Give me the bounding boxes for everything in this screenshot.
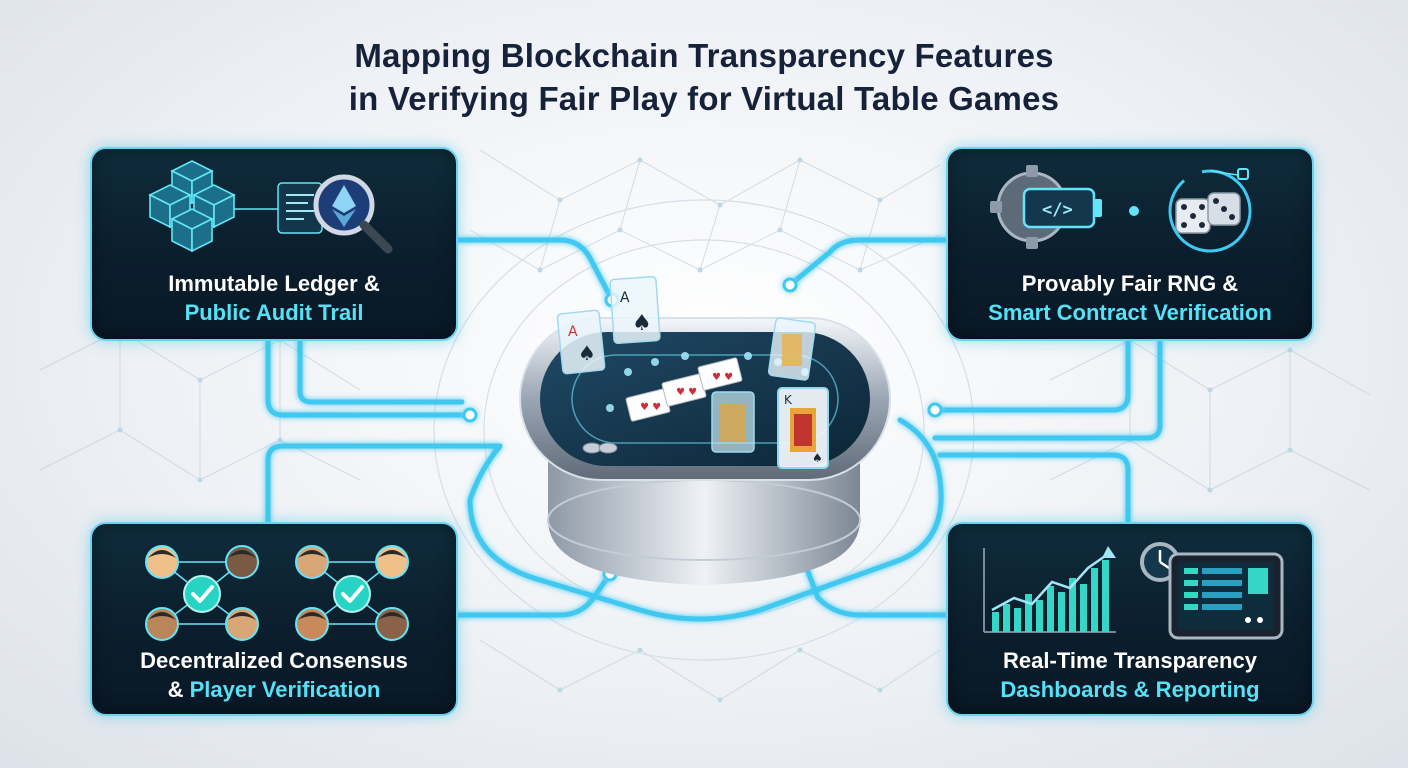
hearts-cards: ♥ ♥ ♥ ♥ ♥ ♥ — [625, 357, 743, 422]
card-real-time-dashboards: Real-Time Transparency Dashboards & Repo… — [946, 522, 1314, 716]
card-provably-fair-line-2: Smart Contract Verification — [988, 300, 1272, 325]
card-provably-fair: </> Provably Fair RNG & Smart Contract V… — [946, 147, 1314, 341]
player-network-check-icon — [145, 545, 259, 641]
dashboard-tablet-icon — [1168, 552, 1284, 640]
card-immutable-ledger-line-1: Immutable Ledger & — [168, 271, 380, 296]
svg-text:♠: ♠ — [632, 311, 652, 336]
card-real-time-dashboards-line-2: Dashboards & Reporting — [1000, 677, 1260, 702]
card-decentralized-consensus: Decentralized Consensus & Player Verific… — [90, 522, 458, 716]
bar-chart-icon — [983, 546, 1116, 633]
svg-text:♠: ♠ — [578, 341, 596, 365]
line-2-highlight: Player Verification — [189, 677, 381, 702]
title-line-1: Mapping Blockchain Transparency Features — [354, 37, 1054, 74]
title-line-2: in Verifying Fair Play for Virtual Table… — [348, 80, 1060, 117]
connector-top-right — [787, 237, 949, 288]
king-of-spades-card: K ♠ — [711, 387, 829, 469]
card-immutable-ledger: Immutable Ledger & Public Audit Trail — [90, 147, 458, 341]
ace-of-spades-card: A ♠ — [556, 309, 606, 375]
king-card — [767, 317, 817, 381]
svg-text:♥ ♥: ♥ ♥ — [640, 402, 661, 413]
connector-loop — [467, 417, 944, 622]
blockchain-cubes-icon — [148, 160, 236, 253]
card-decentralized-consensus-line-2: & Player Verification — [92, 675, 456, 704]
svg-text:A: A — [568, 324, 578, 340]
diagram-title: Mapping Blockchain Transparency Features… — [0, 34, 1408, 120]
connector-bottom-right — [937, 452, 1131, 525]
svg-text:♥ ♥: ♥ ♥ — [676, 387, 697, 398]
svg-text:K: K — [784, 393, 793, 407]
player-network-check-icon — [295, 545, 409, 641]
connector-bottom-left — [265, 443, 503, 525]
card-immutable-ledger-line-2: Public Audit Trail — [184, 300, 364, 325]
gear-code-icon: </> — [990, 165, 1102, 249]
card-decentralized-consensus-line-1: Decentralized Consensus — [140, 648, 408, 673]
ledger-panel-icon — [277, 182, 323, 234]
svg-text:♠: ♠ — [812, 451, 823, 465]
ethereum-magnifier-icon — [313, 174, 393, 254]
dice-network-icon — [1168, 168, 1252, 253]
line-2-prefix: & — [167, 677, 190, 702]
connector-lines — [265, 237, 1163, 622]
connector-top-left — [455, 237, 615, 303]
card-real-time-dashboards-line-1: Real-Time Transparency — [1003, 648, 1257, 673]
ace-of-spades-card: A ♠ — [609, 275, 661, 345]
svg-text:♥ ♥: ♥ ♥ — [712, 372, 733, 383]
svg-text:</>: </> — [1042, 200, 1073, 220]
card-provably-fair-line-1: Provably Fair RNG & — [1021, 271, 1239, 296]
svg-text:A: A — [620, 290, 630, 306]
